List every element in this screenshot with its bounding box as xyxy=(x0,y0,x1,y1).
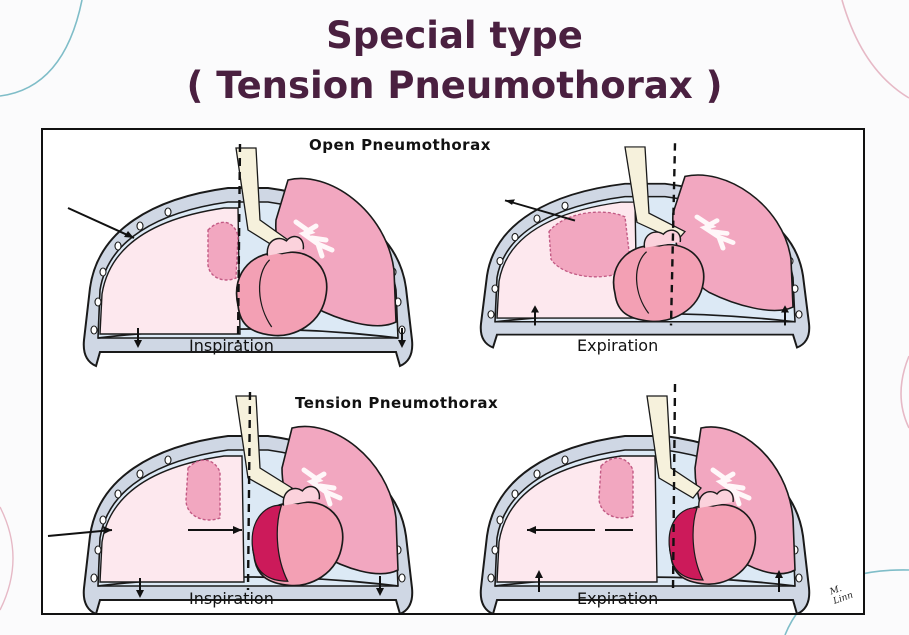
slide-title-line-1: Special type xyxy=(326,14,583,57)
open-expiration-label: Expiration xyxy=(577,336,659,355)
pneumothorax-figure: Open Pneumothorax Tension Pneumothorax I… xyxy=(41,128,865,615)
open-pneumothorax-heading: Open Pneumothorax xyxy=(309,136,491,154)
air-out-arrow xyxy=(504,199,576,222)
open-inspiration-label: Inspiration xyxy=(189,336,274,355)
tension-inspiration-diagram xyxy=(47,391,414,613)
tension-expiration-label: Expiration xyxy=(577,589,659,608)
open-inspiration-diagram xyxy=(67,143,414,367)
air-in-arrow xyxy=(67,207,135,239)
pneumothorax-illustration xyxy=(47,143,811,613)
open-expiration-diagram xyxy=(479,143,811,349)
tension-inspiration-label: Inspiration xyxy=(189,589,274,608)
air-in-arrow xyxy=(47,529,113,537)
slide-title-line-2: ( Tension Pneumothorax ) xyxy=(186,64,723,107)
tension-pneumothorax-heading: Tension Pneumothorax xyxy=(295,394,499,412)
tension-expiration-diagram xyxy=(479,383,811,613)
